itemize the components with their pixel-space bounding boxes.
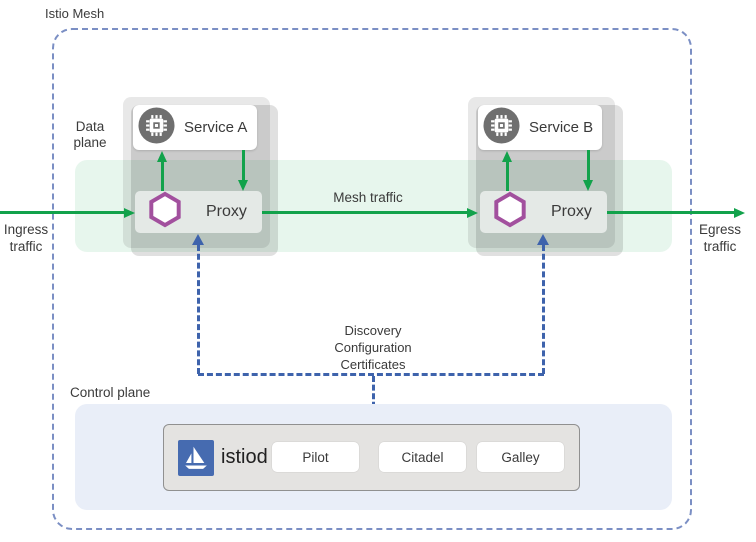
istiod-to-proxy-b-dashed-line	[542, 245, 545, 374]
istiod-to-proxy-a-arrowhead	[192, 234, 204, 245]
service-b-node: Service B	[478, 105, 602, 150]
ingress-arrow-line	[0, 211, 126, 214]
proxy-b-to-service-b-arrow-line	[506, 161, 509, 191]
proxy-b-node: Proxy	[480, 191, 607, 233]
hexagon-icon	[493, 191, 527, 233]
service-a-to-proxy-a-arrowhead	[237, 180, 248, 191]
hexagon-icon	[148, 191, 182, 233]
service-b-label: Service B	[529, 119, 594, 136]
mesh-traffic-arrow-line	[262, 211, 469, 214]
service-a-label: Service A	[184, 119, 248, 136]
service-b-to-proxy-b-arrowhead	[582, 180, 593, 191]
egress-arrow-line	[607, 211, 736, 214]
data-plane-label: Data plane	[73, 119, 107, 150]
discovery-configuration-certificates-label: Discovery Configuration Certificates	[334, 323, 412, 372]
proxy-a-to-service-a-arrow-line	[161, 161, 164, 191]
istiod-to-proxy-b-arrowhead	[537, 234, 549, 245]
ingress-traffic-label: Ingress traffic	[3, 222, 49, 254]
chip-icon	[138, 106, 175, 149]
mesh-boundary-dashed-border	[52, 28, 692, 530]
sailboat-icon	[178, 440, 214, 476]
proxy-a-node: Proxy	[135, 191, 262, 233]
component-pilot: Pilot	[272, 442, 359, 472]
istiod-to-proxy-a-dashed-line	[197, 245, 200, 374]
istiod-stem-dashed-line	[372, 376, 375, 425]
proxy-b-to-service-b-arrowhead	[501, 151, 512, 162]
proxy-a-to-service-a-arrowhead	[156, 151, 167, 162]
mesh-title: Istio Mesh	[45, 6, 105, 21]
service-a-to-proxy-a-arrow-line	[242, 150, 245, 181]
mesh-traffic-label: Mesh traffic	[333, 190, 403, 205]
component-citadel: Citadel	[379, 442, 466, 472]
egress-arrowhead	[734, 208, 745, 218]
istiod-label: istiod	[221, 446, 268, 468]
mesh-traffic-arrowhead	[467, 208, 478, 218]
proxy-b-label: Proxy	[551, 203, 592, 220]
ingress-arrowhead	[124, 208, 135, 218]
control-connector-horizontal-dashed-line	[198, 373, 544, 376]
component-galley: Galley	[477, 442, 564, 472]
proxy-a-label: Proxy	[206, 203, 247, 220]
service-a-node: Service A	[133, 105, 257, 150]
chip-icon	[483, 106, 520, 149]
egress-traffic-label: Egress traffic	[698, 222, 742, 254]
service-b-to-proxy-b-arrow-line	[587, 150, 590, 181]
control-plane-label: Control plane	[70, 385, 151, 400]
